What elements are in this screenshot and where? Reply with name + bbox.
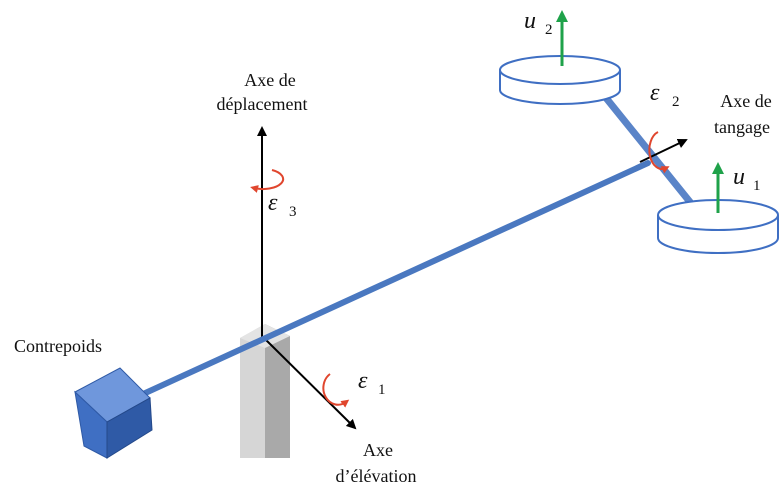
rotor-disk-1	[657, 199, 779, 254]
rotation-arrow-epsilon1	[322, 373, 350, 408]
rotor-disk-2	[499, 55, 621, 105]
label-axe-tangage: Axe de tangage	[714, 91, 772, 137]
label-axe-tangage-line2: tangage	[714, 117, 770, 137]
epsilon1-letter: ε	[358, 368, 368, 394]
symbol-epsilon1: ε 1	[358, 368, 386, 398]
label-axe-elevation: Axe d’élévation	[336, 440, 417, 486]
symbol-u2: u 2	[524, 8, 553, 38]
u2-letter: u	[524, 8, 536, 34]
epsilon2-letter: ε	[650, 80, 660, 106]
rotation-arrow-epsilon3	[250, 169, 285, 193]
main-beam	[127, 160, 651, 403]
label-axe-tangage-line1: Axe de	[720, 91, 771, 111]
label-contrepoids: Contrepoids	[14, 336, 102, 356]
label-axe-deplacement-line2: déplacement	[217, 94, 308, 114]
elevation-axis	[263, 337, 357, 430]
label-axe-elevation-line1: Axe	[363, 440, 393, 460]
u1-subscript: 1	[753, 178, 761, 194]
label-axe-deplacement: Axe de déplacement	[217, 70, 308, 114]
epsilon2-subscript: 2	[672, 94, 680, 110]
symbol-epsilon3: ε 3	[268, 190, 297, 220]
u2-subscript: 2	[545, 22, 553, 38]
symbol-u1: u 1	[733, 164, 761, 194]
epsilon3-subscript: 3	[289, 204, 297, 220]
label-axe-elevation-line2: d’élévation	[336, 466, 417, 486]
symbol-epsilon2: ε 2	[650, 80, 680, 110]
rotor-arm	[594, 84, 694, 206]
pitch-axis	[639, 138, 688, 163]
label-axe-deplacement-line1: Axe de	[244, 70, 295, 90]
rotation-arrow-epsilon2	[648, 131, 670, 174]
epsilon1-subscript: 1	[378, 382, 386, 398]
counterweight-cube	[74, 367, 153, 459]
epsilon3-letter: ε	[268, 190, 278, 216]
u1-letter: u	[733, 164, 745, 190]
